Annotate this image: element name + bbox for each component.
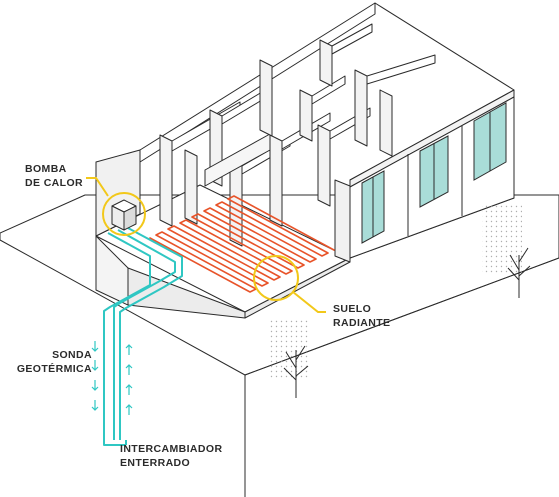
- exchanger-label-line2: ENTERRADO: [120, 457, 190, 469]
- tree-icon: [268, 318, 309, 398]
- geothermal-probe-pipe: [103, 227, 183, 446]
- heat-pump-label-line1: BOMBA: [25, 163, 67, 175]
- probe-label-line1: SONDA: [52, 349, 92, 361]
- probe-label-line2: GEOTÉRMICA: [17, 362, 92, 375]
- radiant-floor-callout: [253, 255, 299, 301]
- windows: [361, 102, 507, 244]
- tree-icon: [482, 205, 531, 298]
- exchanger-label-line1: INTERCAMBIADOR: [120, 443, 222, 455]
- radiant-floor-pipe: [149, 195, 335, 293]
- callouts: [86, 177, 326, 313]
- heat-pump-label-line2: DE CALOR: [25, 177, 83, 189]
- heat-pump-icon: [111, 199, 137, 231]
- probe-arrows: [91, 341, 133, 415]
- radiant-floor-label-line1: SUELO: [333, 303, 371, 315]
- heat-pump-callout: [102, 192, 146, 236]
- radiant-floor-label-line2: RADIANTE: [333, 317, 390, 329]
